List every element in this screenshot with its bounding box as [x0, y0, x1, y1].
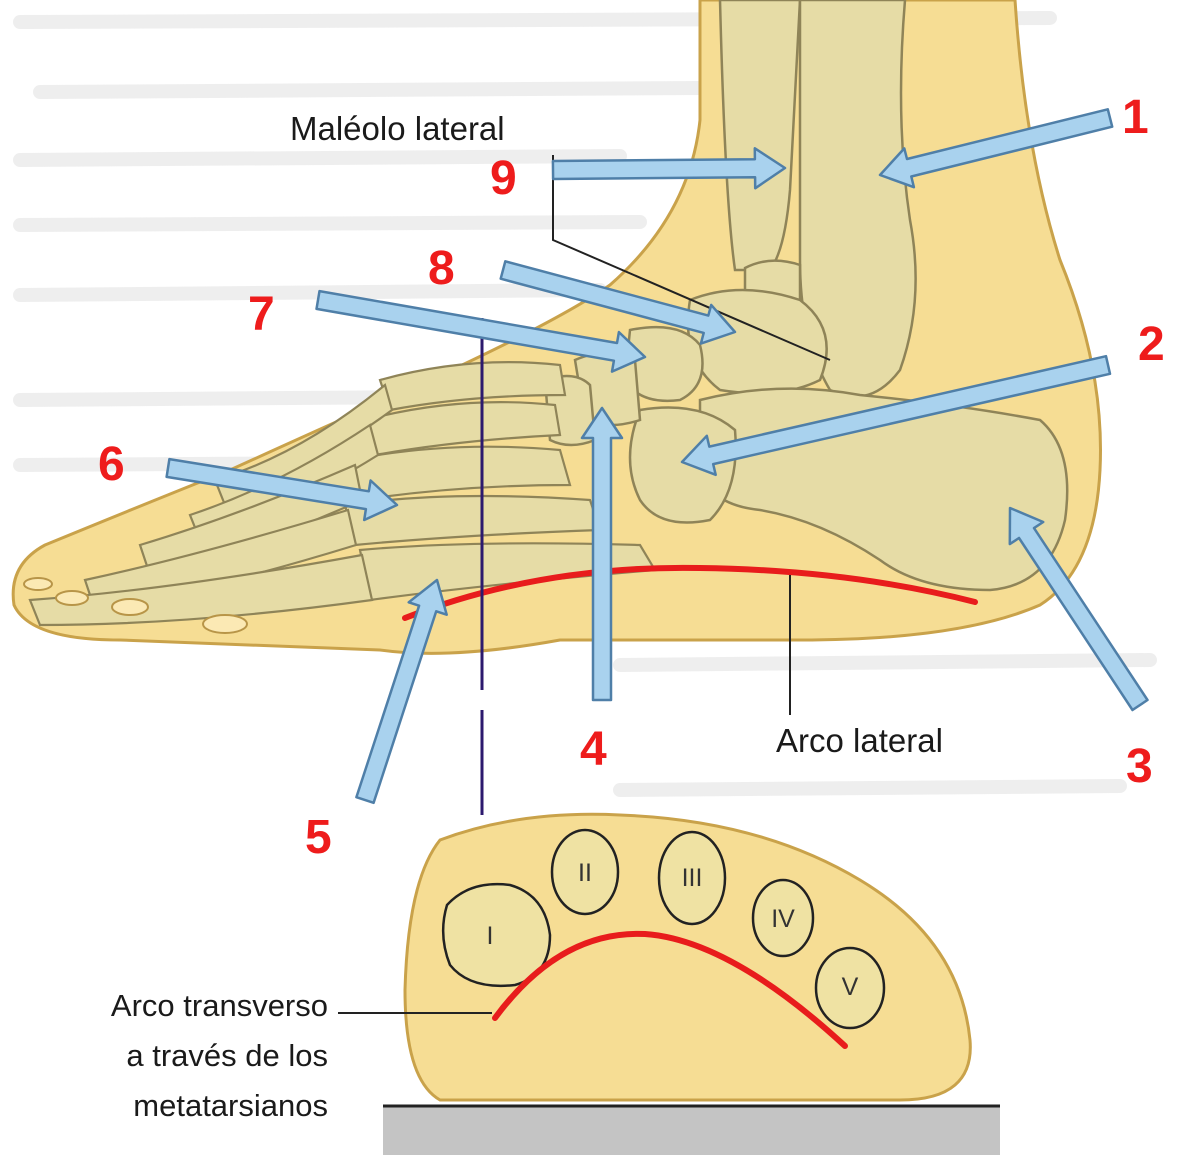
floor	[383, 1105, 1000, 1155]
lateral-arch-label: Arco lateral	[776, 722, 943, 759]
transverse-arch-label-line3: metatarsianos	[133, 1088, 328, 1123]
transverse-arch-label-line1: Arco transverso	[111, 988, 328, 1023]
marker-6: 6	[98, 438, 125, 491]
marker-2: 2	[1138, 318, 1165, 371]
transverse-arch-label-line2: a través de los	[126, 1038, 328, 1073]
metatarsal-label: IV	[771, 905, 795, 933]
marker-1: 1	[1122, 91, 1149, 144]
metatarsal-label: V	[842, 973, 859, 1001]
metatarsal-label: I	[487, 922, 494, 950]
marker-9: 9	[490, 152, 517, 205]
metatarsal-label: II	[578, 859, 592, 887]
marker-7: 7	[248, 288, 275, 341]
metatarsal-label: III	[682, 864, 703, 892]
marker-4: 4	[580, 723, 607, 776]
malleolus-label: Maléolo lateral	[290, 110, 505, 147]
marker-3: 3	[1126, 740, 1153, 793]
marker-8: 8	[428, 242, 455, 295]
marker-5: 5	[305, 811, 332, 864]
cross-section	[405, 814, 970, 1100]
